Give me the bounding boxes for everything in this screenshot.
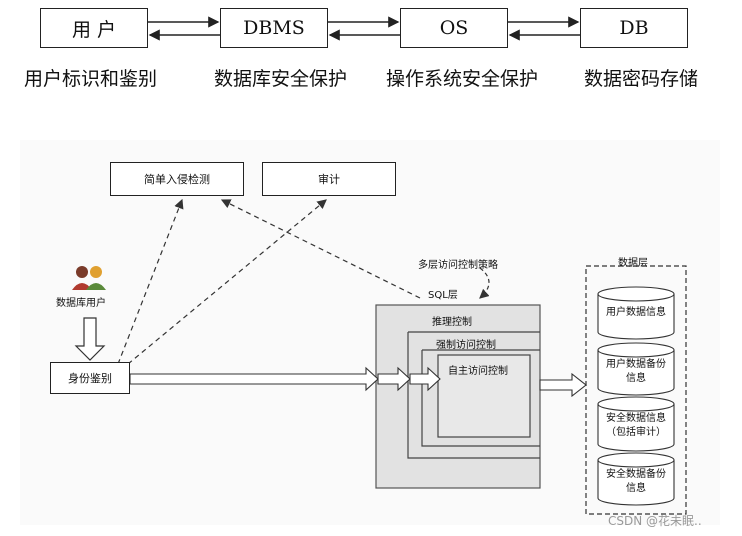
caption-os-protection: 操作系统安全保护	[386, 68, 539, 90]
storage-user-data: 用户数据信息	[598, 306, 674, 320]
box-audit: 审计	[262, 162, 396, 196]
storage-security-backup: 安全数据备份 信息	[598, 468, 674, 496]
storage-user-backup-line2: 信息	[626, 373, 646, 384]
box-os: OS	[400, 8, 508, 48]
box-db: DB	[580, 8, 688, 48]
data-layer-label: 数据层	[618, 258, 648, 269]
box-dbms: DBMS	[220, 8, 328, 48]
storage-security-backup-line1: 安全数据备份	[606, 469, 666, 480]
box-user-label: 用 户	[71, 18, 117, 41]
storage-security-data: 安全数据信息 （包括审计）	[598, 412, 674, 440]
box-db-label: DB	[619, 17, 649, 39]
storage-user-data-line1: 用户数据信息	[606, 307, 666, 318]
storage-security-backup-line2: 信息	[626, 483, 646, 494]
inference-control-label: 推理控制	[432, 317, 472, 328]
storage-user-backup: 用户数据备份 信息	[598, 358, 674, 386]
caption-db-protection: 数据库安全保护	[214, 68, 348, 90]
box-authentication: 身份鉴别	[50, 362, 130, 394]
user-group-icon	[72, 266, 106, 290]
sql-layer-label: SQL层	[428, 290, 458, 301]
caption-crypto-storage: 数据密码存储	[584, 68, 699, 90]
discretionary-ac-label: 自主访问控制	[448, 366, 508, 377]
policy-label: 多层访问控制策略	[418, 260, 498, 271]
intrusion-detection-label: 简单入侵检测	[144, 173, 210, 186]
storage-security-data-line2: （包括审计）	[606, 427, 666, 438]
box-user: 用 户	[40, 8, 148, 48]
audit-label: 审计	[318, 173, 340, 186]
caption-user-auth: 用户标识和鉴别	[24, 68, 158, 90]
watermark-text: CSDN @花未眠..	[608, 514, 702, 528]
authentication-label: 身份鉴别	[68, 372, 112, 385]
storage-security-data-line1: 安全数据信息	[606, 413, 666, 424]
box-intrusion-detection: 简单入侵检测	[110, 162, 244, 196]
box-os-label: OS	[439, 17, 469, 39]
storage-user-backup-line1: 用户数据备份	[606, 359, 666, 370]
box-dbms-label: DBMS	[243, 17, 305, 39]
top-connectors	[148, 16, 580, 41]
mandatory-ac-label: 强制访问控制	[436, 340, 496, 351]
db-user-label: 数据库用户	[56, 298, 106, 309]
